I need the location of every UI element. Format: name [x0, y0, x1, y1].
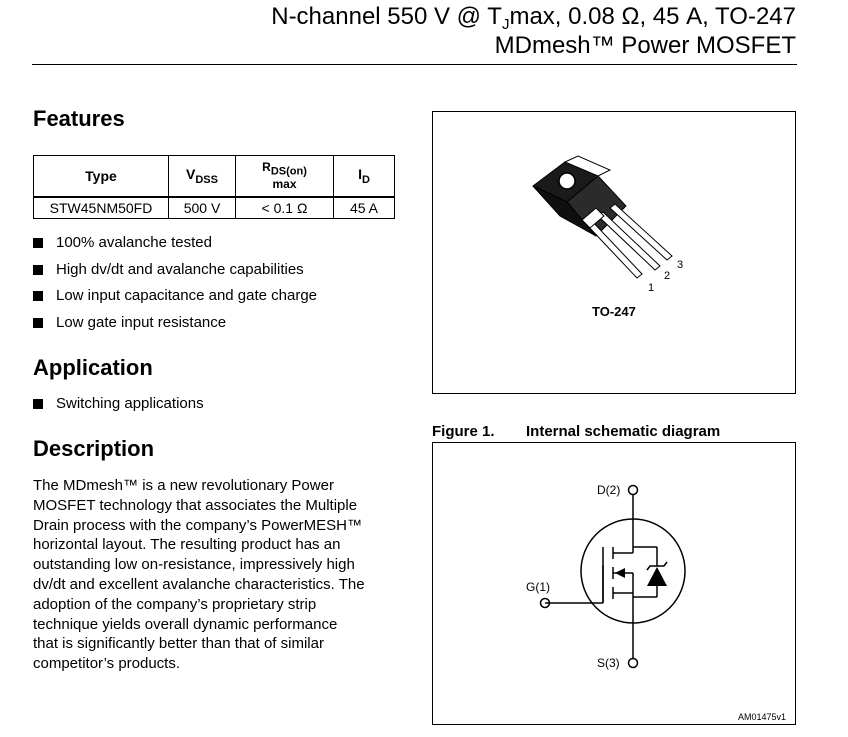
title-rule [32, 64, 797, 65]
package-label: TO-247 [592, 304, 636, 319]
description-text: The MDmesh™ is a new revolutionary Power… [33, 476, 403, 674]
col-rds-header: RDS(on) max [235, 155, 334, 198]
title-line-2: MDmesh™ Power MOSFET [494, 32, 796, 59]
title-subscript: J [501, 16, 510, 33]
col-id-header: ID [333, 155, 395, 198]
id-main: I [358, 166, 362, 183]
title-part-a: N-channel 550 V @ T [271, 3, 502, 30]
description-line: outstanding low on-resistance, impressiv… [33, 556, 355, 574]
description-line: adoption of the company’s proprietary st… [33, 595, 317, 613]
figure-code: AM01475v1 [738, 712, 787, 722]
figure-title: Internal schematic diagram [526, 423, 721, 440]
description-heading: Description [33, 436, 155, 461]
description-line: that is significantly better than that o… [33, 635, 324, 653]
pin-2-label: 2 [664, 270, 671, 282]
description-line: dv/dt and excellent avalanche characteri… [33, 575, 365, 593]
title-line-1: N-channel 550 V @ TJmax, 0.08 Ω, 45 A, T… [271, 2, 796, 33]
vdss-main: V [186, 166, 196, 183]
gate-label: G(1) [526, 580, 550, 594]
application-list: Switching applications [33, 394, 204, 421]
source-label: S(3) [597, 656, 620, 670]
description-line: The MDmesh™ is a new revolutionary Power [33, 477, 334, 494]
table-row: STW45NM50FD 500 V < 0.1 Ω 45 A [33, 196, 395, 219]
pin-1-label: 1 [648, 282, 655, 294]
spec-table-header-row: Type VDSS RDS(on) max ID [33, 155, 395, 198]
list-item: 100% avalanche tested [33, 233, 317, 260]
col-type-header: Type [33, 155, 169, 198]
list-item: Low gate input resistance [33, 313, 317, 340]
to247-package-image [532, 155, 673, 279]
package-box [432, 111, 796, 394]
features-list: 100% avalanche tested High dv/dt and ava… [33, 233, 317, 339]
description-line: horizontal layout. The resulting product… [33, 536, 341, 554]
document-title: N-channel 550 V @ TJmax, 0.08 Ω, 45 A, T… [271, 2, 796, 60]
cell-vdss: 500 V [168, 196, 236, 219]
list-item: Low input capacitance and gate charge [33, 286, 317, 313]
id-sub: D [361, 173, 370, 186]
description-line: MOSFET technology that associates the Mu… [33, 496, 358, 514]
figure-number: Figure 1. [432, 423, 495, 440]
cell-rds: < 0.1 Ω [235, 196, 334, 219]
spec-table: Type VDSS RDS(on) max ID STW45NM50FD 500… [33, 155, 395, 219]
rds-line-1: RDS(on) [236, 159, 333, 178]
rds-sub: DS(on) [270, 165, 307, 178]
rds-main: R [262, 159, 271, 174]
schematic-box [432, 442, 796, 725]
drain-label: D(2) [597, 483, 621, 497]
application-heading: Application [33, 355, 153, 380]
cell-type: STW45NM50FD [33, 196, 169, 219]
figure-caption: Figure 1. Internal schematic diagram [432, 423, 720, 440]
pin-3-label: 3 [677, 259, 684, 271]
mosfet-schematic [539, 484, 686, 669]
title-part-b: max, 0.08 Ω, 45 A, TO-247 [509, 3, 796, 30]
description-line: technique yields overall dynamic perform… [33, 615, 338, 633]
list-item: High dv/dt and avalanche capabilities [33, 260, 317, 287]
list-item: Switching applications [33, 394, 204, 421]
rds-max: max [272, 177, 297, 192]
col-vdss-header: VDSS [168, 155, 236, 198]
features-heading: Features [33, 106, 125, 131]
description-line: competitor’s products. [33, 655, 181, 673]
cell-id: 45 A [333, 196, 395, 219]
description-line: Drain process with the company’s PowerME… [33, 516, 363, 534]
vdss-sub: DSS [195, 173, 218, 186]
